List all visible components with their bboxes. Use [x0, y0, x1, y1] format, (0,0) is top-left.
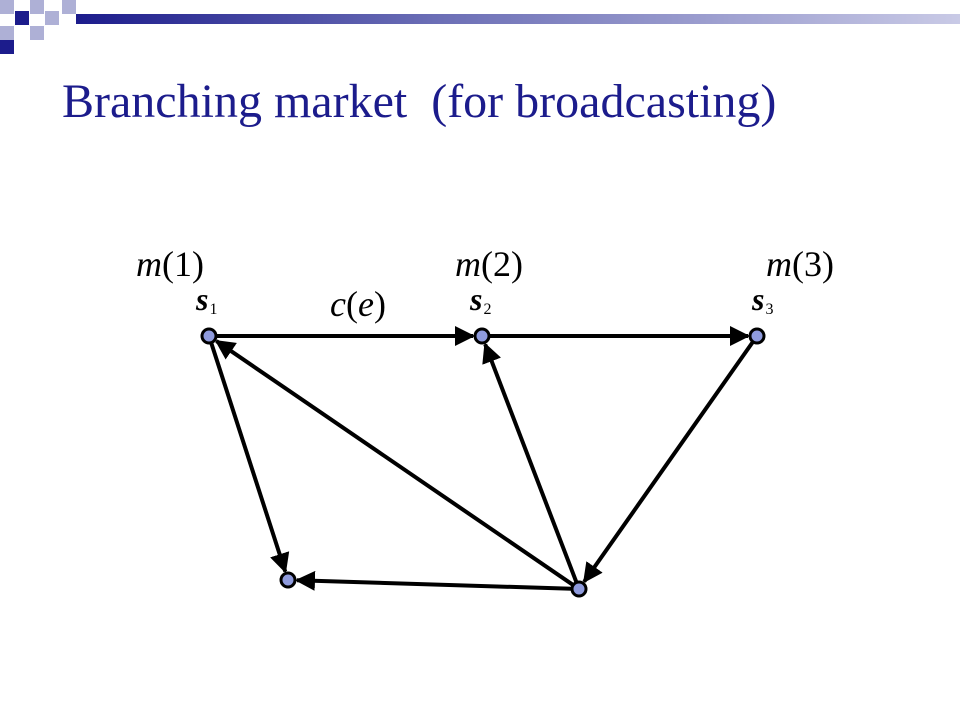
edges	[209, 326, 755, 591]
node-b2	[570, 580, 588, 598]
edge-b2-b1	[294, 570, 573, 591]
node-s1	[200, 327, 218, 345]
header-bar	[76, 14, 960, 24]
edge-b2-s1	[214, 339, 575, 587]
labels: m(1)s1 m(2)s2 m(3)s3 c(e)	[136, 244, 834, 324]
edge-s3-b2	[582, 340, 755, 584]
deco-square	[30, 0, 44, 14]
market-label-s2: m(2)	[455, 244, 523, 284]
market-label-s1: m(1)	[136, 244, 204, 284]
deco-square	[62, 0, 76, 14]
sink-label-s3: s3	[751, 281, 773, 318]
deco-square	[0, 0, 14, 14]
edge-s1-b1	[209, 342, 290, 574]
deco-square	[0, 40, 14, 54]
deco-square	[15, 11, 29, 25]
sink-label-s2: s2	[469, 281, 491, 318]
sink-label-s1: s1	[195, 281, 217, 318]
deco-square	[30, 26, 44, 40]
node-s2	[473, 327, 491, 345]
deco-square	[0, 26, 14, 40]
nodes	[200, 327, 766, 598]
node-s3	[748, 327, 766, 345]
deco-square	[45, 11, 59, 25]
edge-b2-s2	[482, 342, 579, 584]
edge-cost-label: c(e)	[330, 284, 386, 324]
slide-title: Branching market (for broadcasting)	[62, 75, 777, 128]
node-b1	[279, 571, 297, 589]
market-label-s3: m(3)	[766, 244, 834, 284]
